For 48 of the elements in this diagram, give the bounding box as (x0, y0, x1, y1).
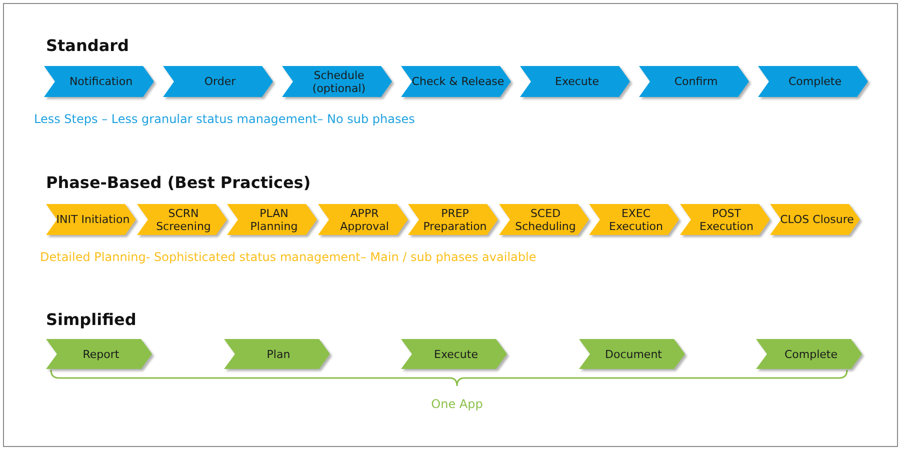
step-label: PREP Preparation (422, 206, 488, 232)
step-label: CLOS Closure (779, 213, 855, 226)
chevron-step (46, 204, 136, 235)
chevron-step (408, 204, 498, 235)
step-label: Confirm (673, 75, 719, 88)
chevron-step (756, 339, 862, 369)
chevron-step (520, 66, 630, 97)
chevron-step (758, 66, 868, 97)
section-heading: Simplified (46, 310, 136, 329)
chevron-step (136, 204, 226, 235)
step-label: Order (203, 75, 237, 88)
note-text: Detailed Planning- Sophisticated status management– Main / sub phases available (40, 250, 536, 264)
step-label: POST Execution (698, 206, 754, 232)
step-label: Report (82, 348, 120, 360)
chevron-step (680, 204, 770, 235)
step-label: APPR Approval (339, 206, 390, 232)
step-label: Complete (783, 348, 838, 360)
step-label: Complete (787, 75, 842, 88)
step-label: PLAN Planning (249, 206, 299, 232)
step-label: Notification (68, 75, 134, 88)
chevron-step (44, 66, 154, 97)
chevron-step (639, 66, 749, 97)
note-text: Less Steps – Less granular status management– No sub phases (34, 112, 415, 126)
step-label: Execute (554, 75, 600, 88)
step-label: SCED Scheduling (514, 206, 577, 232)
step-label: EXEC Execution (608, 206, 664, 232)
chevron-step (163, 66, 273, 97)
step-label: INIT Initiation (55, 213, 131, 226)
step-label: Check & Release (410, 75, 506, 88)
step-label: Schedule (optional) (311, 68, 367, 94)
step-label: Execute (433, 348, 479, 360)
chevron-step (227, 204, 317, 235)
chevron-step (224, 339, 330, 369)
chevron-step (578, 339, 684, 369)
chevron-step (46, 339, 152, 369)
section-heading: Standard (46, 36, 129, 55)
bracket-caption: One App (431, 397, 483, 411)
step-label: Document (604, 348, 663, 360)
step-label: SCRN Screening (155, 206, 212, 232)
chevron-step (318, 204, 408, 235)
section-heading: Phase-Based (Best Practices) (46, 173, 311, 192)
step-label: Plan (266, 348, 292, 360)
chevron-step (589, 204, 679, 235)
chevron-step (282, 66, 392, 97)
chevron-step (401, 339, 507, 369)
chevron-step (498, 204, 588, 235)
chevron-step (401, 66, 511, 97)
chevron-step (770, 204, 860, 235)
